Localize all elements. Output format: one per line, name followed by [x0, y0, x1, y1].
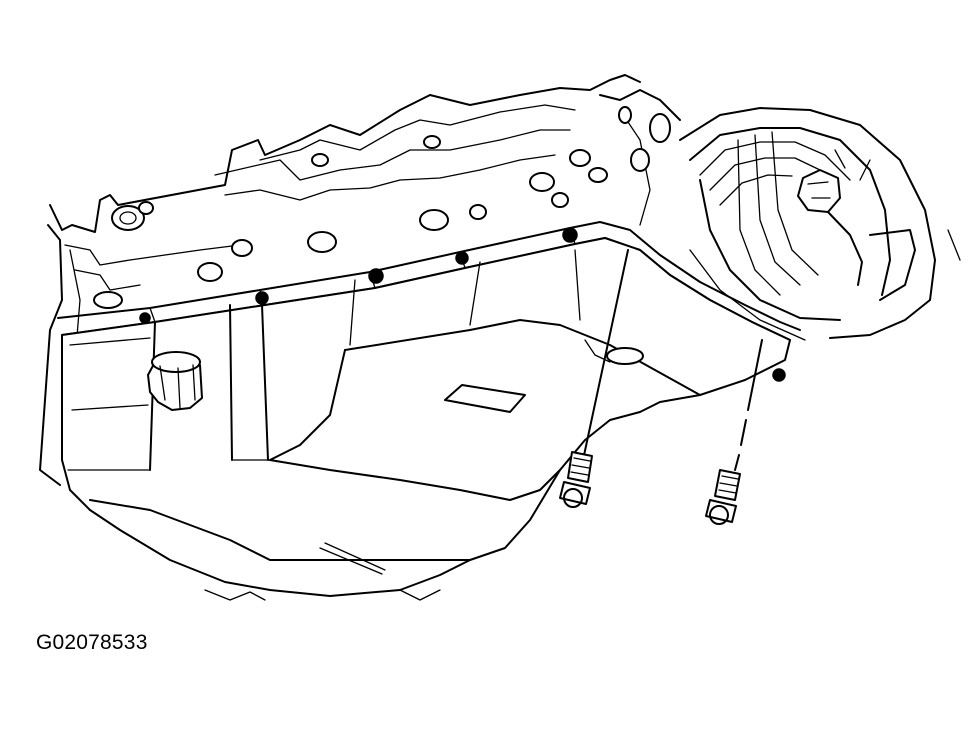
figure-id-label: G02078533	[36, 631, 148, 654]
engine-block	[39, 74, 681, 486]
pan-rail-bolts	[139, 227, 786, 382]
oil-pan	[61, 237, 791, 601]
oil-filter-cap	[147, 351, 203, 411]
pan-bolts-removed	[559, 249, 763, 525]
crankshaft-pulley	[679, 107, 961, 341]
